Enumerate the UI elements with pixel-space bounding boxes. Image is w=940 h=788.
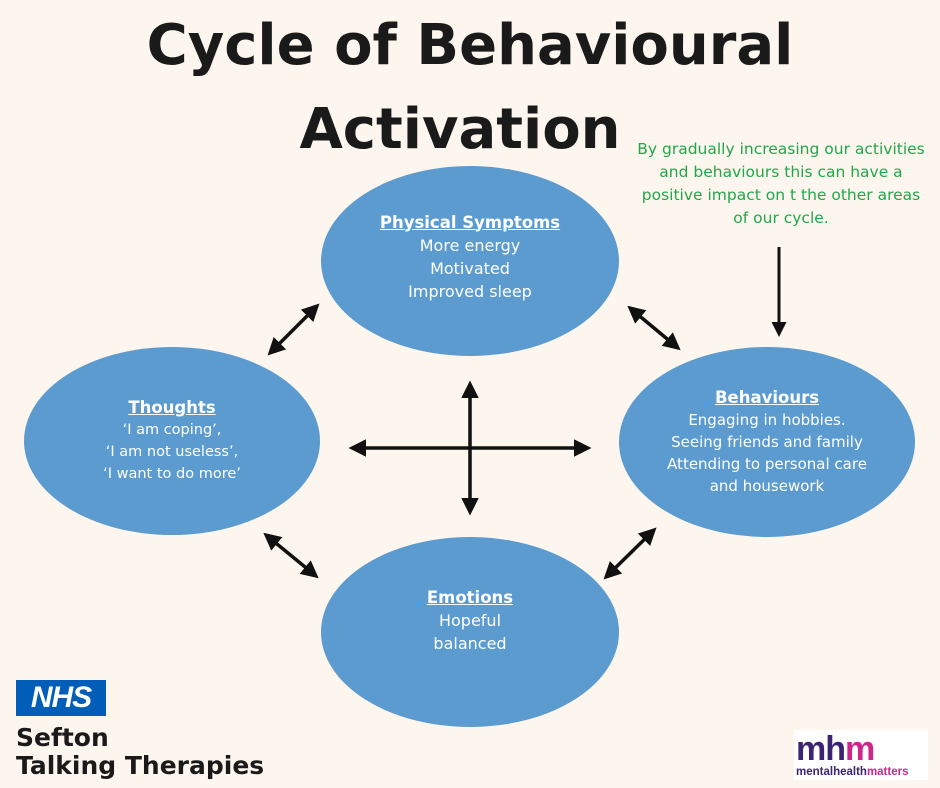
arrow-thoughts-emotions (263, 532, 319, 579)
node-line: balanced (433, 634, 507, 653)
node-line: and housework (709, 477, 825, 495)
mhm-wordmark-part-2: matters (866, 766, 909, 778)
node-heading: Behaviours (714, 388, 820, 407)
org-name-line-1: Sefton (16, 723, 109, 752)
nhs-logo: NHS (16, 680, 106, 716)
node-line: Seeing friends and family (671, 433, 863, 451)
node-heading: Physical Symptoms (379, 212, 561, 232)
node-heading: Emotions (426, 588, 514, 607)
node-line: Motivated (430, 258, 510, 278)
mhm-monogram-part-1: mh (796, 730, 846, 768)
node-line: Hopeful (438, 611, 502, 630)
node-line: ‘I want to do more’ (103, 466, 241, 482)
node-physical-symptoms: Physical Symptoms More energy Motivated … (321, 166, 619, 356)
mhm-wordmark: mentalhealthmatters (796, 766, 909, 779)
mhm-monogram-part-2: m (845, 730, 875, 768)
mental-health-matters-logo: mhm mentalhealthmatters (794, 730, 928, 780)
node-line: Attending to personal care (667, 455, 867, 473)
arrow-physical-behaviours (627, 305, 681, 351)
page-title-line-2: Activation (299, 97, 621, 162)
node-line: Engaging in hobbies. (688, 411, 846, 429)
node-line: ‘I am coping’, (122, 422, 222, 438)
org-name-line-2: Talking Therapies (16, 751, 265, 780)
page-title-line-1: Cycle of Behavioural (146, 13, 794, 78)
node-behaviours: Behaviours Engaging in hobbies. Seeing f… (619, 347, 915, 537)
mhm-wordmark-part-1: mentalhealth (796, 766, 867, 778)
node-emotions: Emotions Hopeful balanced (321, 537, 619, 727)
node-heading: Thoughts (128, 398, 216, 417)
explanatory-note: By gradually increasing our activities a… (637, 140, 925, 227)
node-line: ‘I am not useless’, (105, 444, 239, 460)
arrow-thoughts-physical (267, 303, 320, 356)
node-line: Improved sleep (408, 281, 532, 301)
arrow-emotions-behaviours (603, 527, 657, 580)
node-line: More energy (419, 235, 521, 255)
node-thoughts: Thoughts ‘I am coping’, ‘I am not useles… (24, 347, 320, 535)
mhm-monogram: mhm (796, 730, 875, 768)
